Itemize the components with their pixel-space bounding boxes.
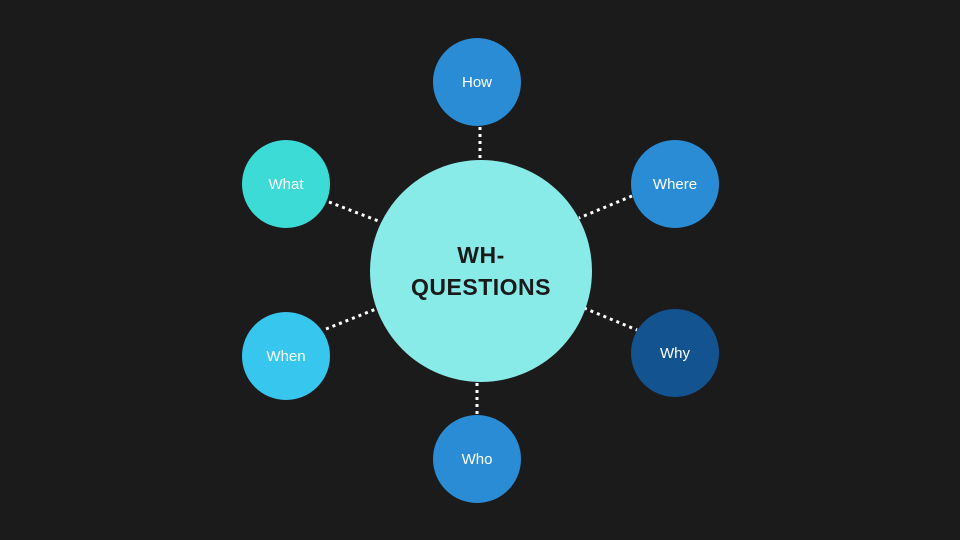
node-label-who: Who xyxy=(461,450,493,468)
hub-title: WH-QUESTIONS xyxy=(411,242,551,300)
connector-what xyxy=(328,200,382,224)
node-label-when: When xyxy=(266,347,306,365)
node-label-how: How xyxy=(461,73,492,91)
node-what: What xyxy=(242,140,330,228)
node-who: Who xyxy=(433,415,521,503)
node-where: Where xyxy=(631,140,719,228)
node-label-what: What xyxy=(268,175,304,193)
connector-why xyxy=(583,306,638,332)
central-hub: WH-QUESTIONS xyxy=(370,160,592,382)
node-why: Why xyxy=(631,309,719,397)
node-when: When xyxy=(242,312,330,400)
connector-where xyxy=(578,194,633,220)
node-label-why: Why xyxy=(660,344,690,362)
connector-when xyxy=(325,305,382,331)
node-label-where: Where xyxy=(652,175,698,193)
node-how: How xyxy=(433,38,521,126)
